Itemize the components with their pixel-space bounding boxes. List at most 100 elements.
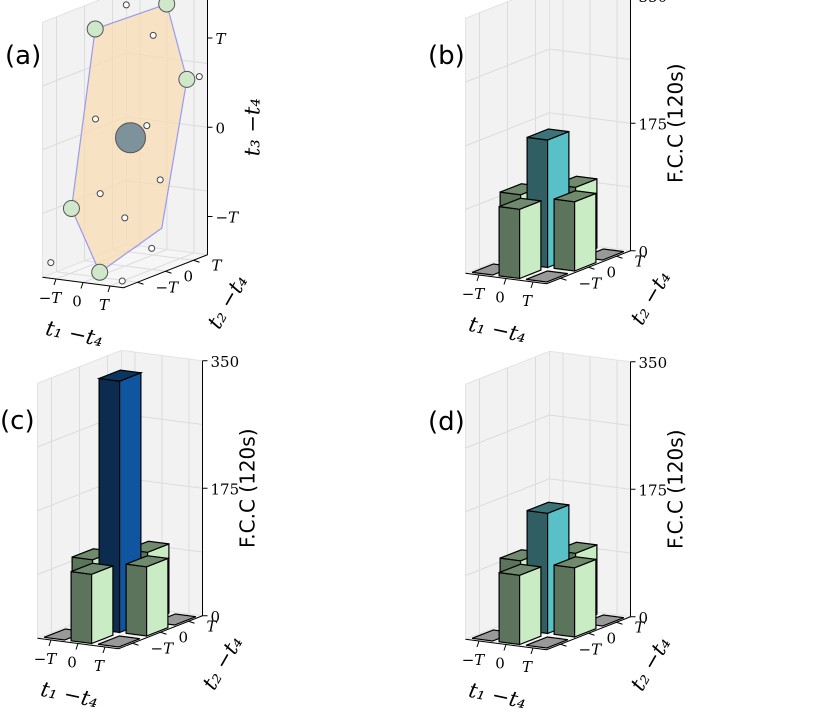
bar-floor-tile [525,270,569,283]
bar [125,555,169,637]
y-axis-label: t₂ −t₄ [198,632,248,694]
bar-front-face [498,205,521,280]
x-tick-mark [53,278,57,286]
lattice-point [122,1,130,9]
z-tick-label: T [216,30,227,48]
y-tick-label: 0 [179,628,189,646]
y-tick-mark [560,643,567,647]
x-tick-mark [530,647,534,655]
x-tick-label: −T [34,650,58,668]
bar-top-face [125,555,169,568]
vertex-sphere [91,263,109,281]
bar-front-face [553,564,576,638]
z-tick-label: 350 [639,0,668,6]
x-tick-label: −T [462,285,486,303]
z-axis-label: F.C.C (120s) [236,429,260,549]
x-tick-label: 0 [67,654,77,672]
bar-side-face [573,558,597,638]
y-tick-mark [560,277,567,281]
y-tick-label: T [212,256,223,274]
lattice-point [143,122,151,130]
lattice-point [156,176,164,184]
bar-side-face [90,565,114,645]
y-tick-label: −T [579,640,603,658]
vertex-sphere [158,0,176,13]
bar [553,556,597,638]
x-tick-mark [107,285,111,293]
x-axis-label: t₁ −t₄ [467,678,529,712]
y-tick-mark [616,621,623,625]
bar-top-face [498,563,542,576]
vertex-sphere [62,199,80,217]
lattice-point [92,115,99,123]
lattice-point [118,277,126,285]
y-tick-label: 0 [184,267,194,285]
x-tick-mark [476,274,480,282]
y-tick-label: 0 [607,629,617,647]
lattice-point [148,244,156,252]
bar-side-face [518,566,542,646]
bar-front-face [70,570,93,645]
z-tick-label: 175 [639,115,668,133]
x-tick-label: 0 [495,655,505,673]
bar-top-face [553,190,597,203]
bar [525,636,569,649]
panel-label: (b) [428,41,465,71]
y-tick-label: −T [156,278,180,296]
z-tick-label: 0 [216,119,226,137]
bar [97,635,141,648]
y-axis-label: t₂ −t₄ [626,267,676,329]
x-tick-label: −T [39,289,63,307]
x-tick-label: T [94,657,105,675]
bar-side-face [146,557,169,637]
lattice-point [96,190,104,198]
x-tick-mark [503,644,507,651]
central-sphere [115,122,146,154]
x-tick-mark [476,640,480,648]
bar-side-face [573,192,597,272]
y-tick-label: −T [151,639,175,657]
bar-floor-tile [525,636,569,649]
bar-top-face [96,369,144,382]
x-tick-mark [80,282,84,289]
y-tick-mark [132,642,139,646]
z-axis-label: F.C.C (120s) [664,64,688,184]
x-tick-mark [75,643,79,650]
x-tick-label: 0 [495,289,505,307]
bar [525,270,569,283]
z-axis-label: t₃ −t₄ [241,98,265,156]
x-tick-mark [503,278,507,285]
x-axis-label: t₁ −t₄ [467,312,529,348]
y-tick-mark [165,270,172,274]
bar-front-face [498,571,521,646]
gridline [465,112,550,147]
bar-top-face [526,128,570,141]
x-tick-label: T [522,292,533,310]
x-tick-label: T [522,658,533,676]
vertex-sphere [178,70,196,88]
panel-label: (d) [428,407,465,437]
bar-top-face [553,556,597,569]
bar [498,197,542,280]
bar-front-face [553,198,576,272]
x-axis-label: t₁ −t₄ [39,677,101,712]
z-tick-label: 0 [211,608,221,626]
x-tick-label: −T [462,651,486,669]
lattice-point [149,31,157,39]
lattice-point [121,214,129,222]
z-tick-label: 350 [211,353,240,371]
gridline [549,414,631,426]
y-tick-mark [193,259,200,263]
bar-top-face [526,501,570,514]
y-tick-label: T [635,618,646,636]
z-axis-label: F.C.C (120s) [664,430,688,550]
y-tick-mark [616,255,623,259]
y-tick-mark [137,281,144,285]
bar-top-face [498,197,542,210]
y-axis-label: t₂ −t₄ [203,271,253,333]
